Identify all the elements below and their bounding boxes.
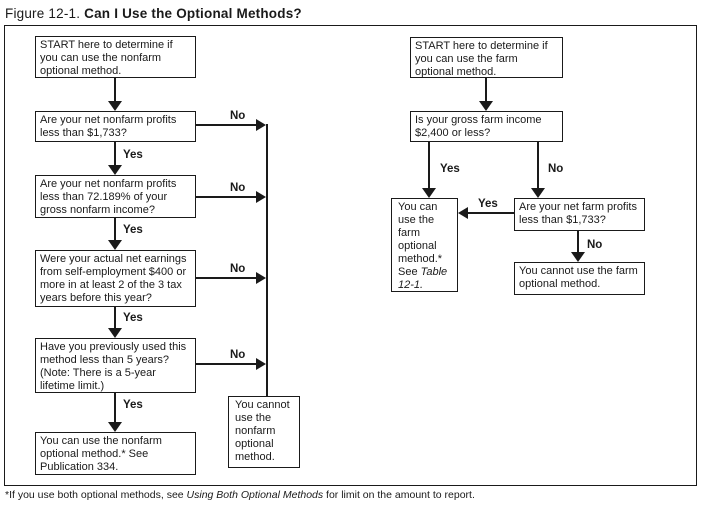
connector-line bbox=[196, 363, 257, 365]
yes-label: Yes bbox=[478, 198, 498, 210]
no-label: No bbox=[230, 182, 246, 194]
connector-line bbox=[537, 142, 539, 188]
yes-label: Yes bbox=[123, 149, 143, 161]
no-label: No bbox=[230, 263, 246, 275]
connector-line bbox=[196, 196, 257, 198]
nonfarm-percent-question-text: Are your net nonfarm profits less than 7… bbox=[40, 178, 177, 216]
connector-line bbox=[196, 124, 257, 126]
farm-start-box: START here to determine if you can use t… bbox=[410, 37, 563, 78]
no-label: No bbox=[230, 349, 246, 361]
nonfarm-earnings-question-text: Were your actual net earnings from self-… bbox=[40, 253, 187, 304]
trunk-line bbox=[266, 124, 268, 396]
arrow-down-icon bbox=[108, 240, 122, 250]
nonfarm-profits-question-text: Are your net nonfarm profits less than $… bbox=[40, 114, 177, 139]
arrow-right-icon bbox=[256, 358, 266, 370]
arrow-left-icon bbox=[458, 207, 468, 219]
nonfarm-can-use-text: You can use the nonfarm optional method.… bbox=[40, 435, 162, 473]
arrow-right-icon bbox=[256, 272, 266, 284]
arrow-down-icon bbox=[108, 422, 122, 432]
arrow-down-icon bbox=[108, 328, 122, 338]
farm-can-use-box: You can use the farm optional method.* S… bbox=[391, 198, 458, 292]
arrow-down-icon bbox=[571, 252, 585, 262]
yes-label: Yes bbox=[123, 224, 143, 236]
figure-number: Figure 12-1. bbox=[5, 6, 81, 21]
farm-can-use-table-ref: Table 12-1. bbox=[398, 266, 448, 291]
connector-line bbox=[114, 78, 116, 101]
arrow-right-icon bbox=[256, 119, 266, 131]
arrow-down-icon bbox=[422, 188, 436, 198]
footnote-pre: *If you use both optional methods, see bbox=[5, 489, 187, 501]
farm-start-text: START here to determine if you can use t… bbox=[415, 40, 548, 78]
yes-label: Yes bbox=[123, 399, 143, 411]
figure-title: Figure 12-1. Can I Use the Optional Meth… bbox=[5, 6, 302, 21]
nonfarm-prior-use-question-box: Have you previously used this method les… bbox=[35, 338, 196, 393]
connector-line bbox=[196, 277, 257, 279]
nonfarm-start-box: START here to determine if you can use t… bbox=[35, 36, 196, 78]
yes-label: Yes bbox=[123, 312, 143, 324]
nonfarm-start-text: START here to determine if you can use t… bbox=[40, 39, 173, 77]
nonfarm-prior-use-question-text: Have you previously used this method les… bbox=[40, 341, 187, 392]
connector-line bbox=[114, 393, 116, 422]
footnote: *If you use both optional methods, see U… bbox=[5, 489, 475, 501]
nonfarm-earnings-question-box: Were your actual net earnings from self-… bbox=[35, 250, 196, 307]
nonfarm-profits-question-box: Are your net nonfarm profits less than $… bbox=[35, 111, 196, 142]
connector-line bbox=[428, 142, 430, 188]
nonfarm-percent-question-box: Are your net nonfarm profits less than 7… bbox=[35, 175, 196, 218]
no-label: No bbox=[548, 163, 564, 175]
footnote-reference: Using Both Optional Methods bbox=[186, 489, 324, 501]
no-label: No bbox=[587, 239, 603, 251]
arrow-down-icon bbox=[479, 101, 493, 111]
connector-line bbox=[114, 218, 116, 240]
no-label: No bbox=[230, 110, 246, 122]
farm-cannot-use-text: You cannot use the farm optional method. bbox=[519, 265, 638, 290]
figure-heading: Can I Use the Optional Methods? bbox=[84, 6, 302, 21]
arrow-down-icon bbox=[531, 188, 545, 198]
farm-profits-question-text: Are your net farm profits less than $1,7… bbox=[519, 201, 637, 226]
connector-line bbox=[577, 231, 579, 252]
arrow-down-icon bbox=[108, 165, 122, 175]
arrow-right-icon bbox=[256, 191, 266, 203]
connector-line bbox=[114, 307, 116, 328]
farm-income-question-text: Is your gross farm income $2,400 or less… bbox=[415, 114, 542, 139]
connector-line bbox=[485, 78, 487, 101]
nonfarm-cannot-use-text: You cannot use the nonfarm optional meth… bbox=[235, 399, 290, 463]
nonfarm-can-use-box: You can use the nonfarm optional method.… bbox=[35, 432, 196, 475]
farm-profits-question-box: Are your net farm profits less than $1,7… bbox=[514, 198, 645, 231]
farm-income-question-box: Is your gross farm income $2,400 or less… bbox=[410, 111, 563, 142]
nonfarm-cannot-use-box: You cannot use the nonfarm optional meth… bbox=[228, 396, 300, 468]
yes-label: Yes bbox=[440, 163, 460, 175]
footnote-post: for limit on the amount to report. bbox=[323, 489, 475, 501]
farm-cannot-use-box: You cannot use the farm optional method. bbox=[514, 262, 645, 295]
connector-line bbox=[467, 212, 514, 214]
connector-line bbox=[114, 142, 116, 165]
farm-can-use-text: You can use the farm optional method.* S… bbox=[398, 201, 443, 278]
arrow-down-icon bbox=[108, 101, 122, 111]
